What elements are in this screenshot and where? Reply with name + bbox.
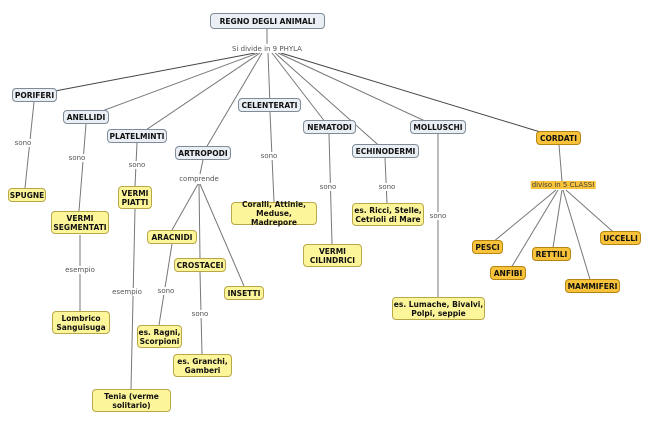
link-label-esempio: esempio [64,266,96,274]
link-label-sono: sono [190,310,210,318]
link-label-sono: sono [67,154,87,162]
node-nematodi[interactable]: NEMATODI [303,120,356,134]
connector-line [198,183,201,259]
connector-line [558,144,563,182]
node-aracnidi[interactable]: ARACNIDI [147,230,197,244]
connector-line [271,52,330,128]
node-platelminti[interactable]: PLATELMINTI [107,129,167,143]
node-cordati[interactable]: CORDATI [536,131,581,145]
link-label-sono: sono [127,161,147,169]
link-label-sono: sono [259,152,279,160]
link-label-sono: sono [156,287,176,295]
connector-line [199,183,245,287]
connector-line [551,189,563,255]
connector-line [507,189,559,274]
connector-line [171,183,199,231]
node-crostacei[interactable]: CROSTACEI [174,258,226,272]
root-node[interactable]: REGNO DEGLI ANIMALI [210,13,325,29]
link-label-sono: sono [318,183,338,191]
connector-line [486,189,557,248]
node-vermi-segmentati[interactable]: VERMI SEGMENTATI [51,211,109,234]
node-tenia[interactable]: Tenia (verme solitario) [92,389,171,412]
node-ragni[interactable]: es. Ragni, Scorpioni [137,325,182,348]
connector-line [85,52,259,118]
connector-line [384,157,388,204]
node-celenterati[interactable]: CELENTERATI [238,98,301,112]
node-anellidi[interactable]: ANELLIDI [63,110,109,124]
link-label-esempio: esempio [111,288,143,296]
connector-line [562,189,593,287]
node-lombrico[interactable]: Lombrico Sanguisuga [52,311,110,334]
connector-line [199,159,204,175]
node-insetti[interactable]: INSETTI [224,286,264,300]
node-vermi-cilindrici[interactable]: VERMI CILINDRICI [303,244,362,267]
node-vermi-piatti[interactable]: VERMI PIATTI [118,186,152,209]
connector-line [280,52,561,140]
connector-line [277,52,439,128]
node-spugne[interactable]: SPUGNE [8,188,46,202]
link-label-sono: sono [13,139,33,147]
connector-line [33,52,256,98]
node-mammiferi[interactable]: MAMMIFERI [565,279,620,293]
connector-line [158,243,173,326]
link-label-sono: sono [428,212,448,220]
connector-line [130,208,136,390]
node-echinodermi[interactable]: ECHINODERMI [352,144,419,158]
node-anfibi[interactable]: ANFIBI [490,266,526,280]
link-label-divide: Si divide in 9 PHYLA [231,45,303,53]
node-coralli[interactable]: Coralli, Attinie, Meduse, Madrepore [231,200,317,227]
connector-line [78,123,87,212]
node-granchi[interactable]: es. Granchi, Gamberi [173,354,232,377]
node-pesci[interactable]: PESCI [472,240,503,254]
connector-line [274,52,386,152]
node-uccelli[interactable]: UCCELLI [600,231,641,245]
node-artropodi[interactable]: ARTROPODI [175,146,231,160]
link-label-sono: sono [377,183,397,191]
connector-line [136,52,261,137]
node-lumache[interactable]: es. Lumache, Bivalvi, Polpi, seppie [392,297,485,320]
node-molluschi[interactable]: MOLLUSCHI [410,120,466,134]
link-label-comprende: comprende [178,175,220,183]
node-rettili[interactable]: RETTILI [532,247,571,261]
connector-line [202,52,263,154]
node-poriferi[interactable]: PORIFERI [12,88,57,102]
node-ricci[interactable]: es. Ricci, Stelle, Cetrioli di Mare [352,203,424,226]
connector-line [565,189,621,239]
link-label-diviso: diviso in 5 CLASSI [530,181,596,189]
connector-line [267,52,271,106]
